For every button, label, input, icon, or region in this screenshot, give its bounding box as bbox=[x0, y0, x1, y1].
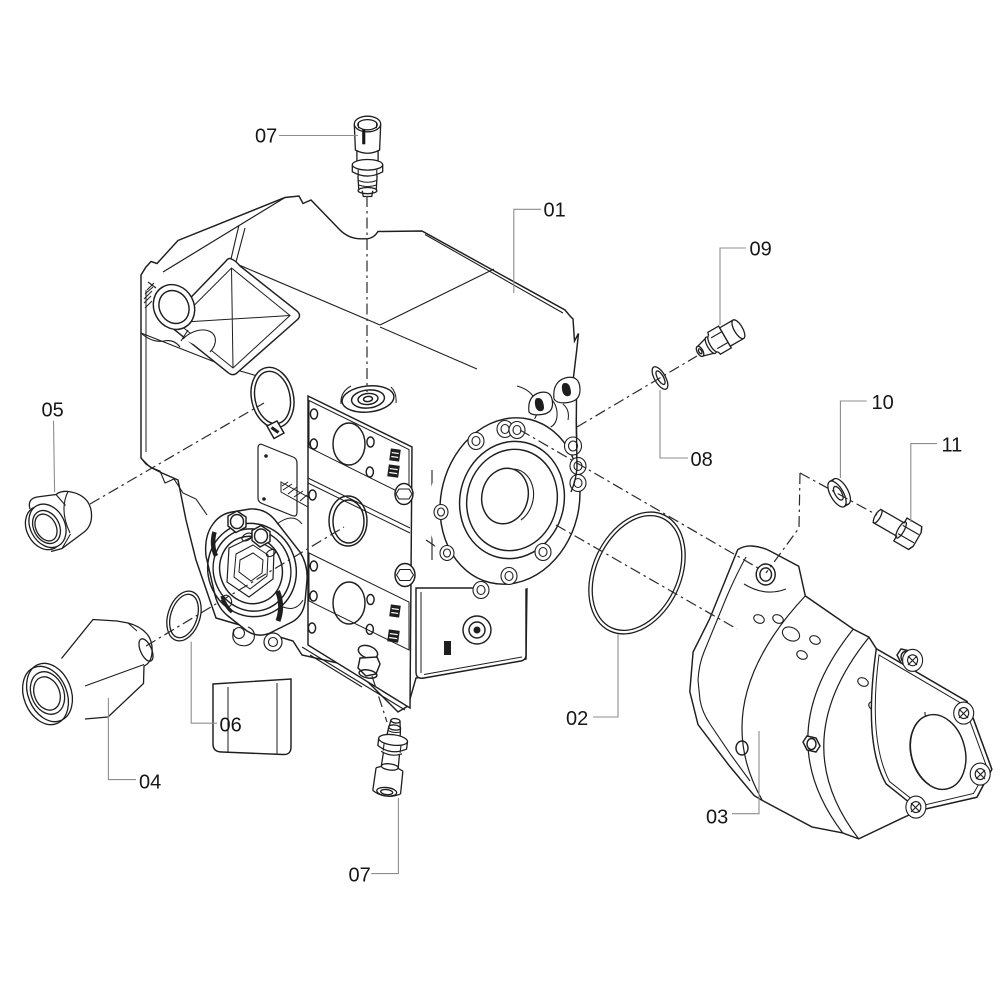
svg-text:08: 08 bbox=[691, 449, 713, 471]
svg-text:06: 06 bbox=[220, 715, 242, 737]
svg-text:11: 11 bbox=[942, 435, 963, 457]
svg-text:07: 07 bbox=[349, 865, 371, 887]
svg-text:10: 10 bbox=[872, 392, 894, 414]
svg-text:01: 01 bbox=[544, 200, 566, 222]
svg-text:04: 04 bbox=[139, 772, 161, 794]
svg-text:05: 05 bbox=[42, 400, 64, 422]
svg-text:07: 07 bbox=[255, 126, 277, 148]
svg-text:03: 03 bbox=[706, 807, 728, 829]
svg-text:02: 02 bbox=[566, 708, 588, 730]
svg-text:09: 09 bbox=[750, 239, 772, 261]
